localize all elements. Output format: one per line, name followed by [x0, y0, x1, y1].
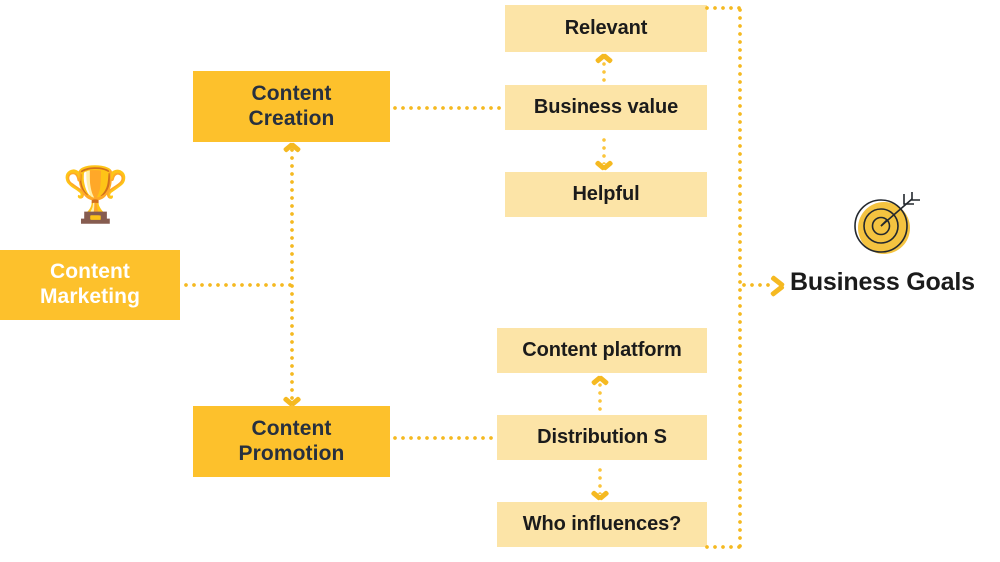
connector-distribution-to-influencers [598, 466, 602, 494]
node-content-creation[interactable]: Content Creation [193, 71, 390, 142]
target-icon [848, 190, 928, 260]
connector-bottom-stub [703, 545, 743, 549]
connector-business-value-to-relevant [602, 60, 606, 86]
node-content-marketing[interactable]: Content Marketing [0, 250, 180, 320]
connector-business-value-to-helpful [602, 136, 606, 164]
node-helpful-label: Helpful [572, 182, 640, 205]
node-business-goals[interactable]: Business Goals [790, 268, 975, 297]
node-content-platform[interactable]: Content platform [497, 328, 707, 373]
node-content-creation-label: Content Creation [248, 81, 335, 130]
connector-bus-to-goal [740, 283, 772, 287]
node-business-value-label: Business value [533, 95, 679, 118]
node-content-promotion[interactable]: Content Promotion [193, 406, 390, 477]
connector-top-stub [703, 6, 743, 10]
connector-marketing-to-spine [182, 283, 294, 287]
node-business-value[interactable]: Business value [505, 85, 707, 130]
node-content-marketing-label: Content Marketing [39, 260, 141, 308]
node-relevant-label: Relevant [564, 16, 648, 39]
connector-distribution-to-platform [598, 381, 602, 411]
connector-promotion-to-distribution [391, 436, 501, 440]
node-distribution-s-label: Distribution S [537, 425, 667, 448]
node-helpful[interactable]: Helpful [505, 172, 707, 217]
connector-spine-vertical [290, 146, 294, 402]
node-content-platform-label: Content platform [522, 338, 682, 361]
node-content-promotion-label: Content Promotion [238, 416, 345, 465]
node-business-goals-label: Business Goals [790, 268, 975, 296]
trophy-icon: 🏆 [62, 165, 130, 225]
node-distribution-s[interactable]: Distribution S [497, 415, 707, 460]
connector-right-bus [738, 6, 742, 548]
node-who-influences[interactable]: Who influences? [497, 502, 707, 547]
node-relevant[interactable]: Relevant [505, 5, 707, 52]
node-who-influences-label: Who influences? [522, 512, 682, 535]
connector-creation-to-business-value [391, 106, 507, 110]
